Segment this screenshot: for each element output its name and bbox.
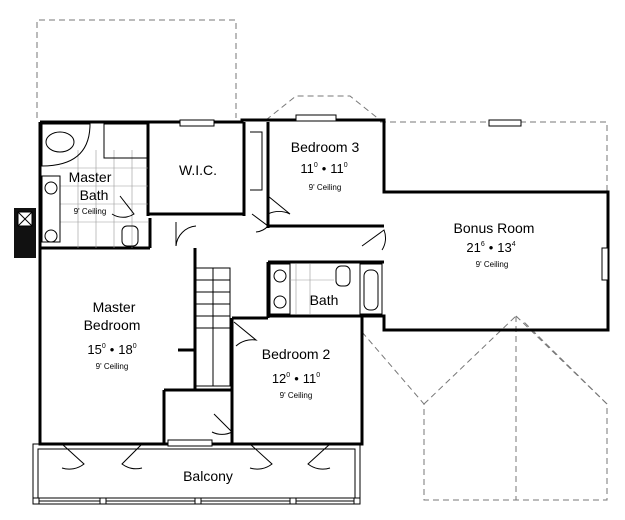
master-bedroom-length-inches: 0 <box>133 343 137 350</box>
master-bedroom-width-inches: 0 <box>102 343 106 350</box>
bath-label: Bath <box>310 292 339 308</box>
bonus-room-ceiling: 9' Ceiling <box>476 260 509 269</box>
doors <box>61 131 386 470</box>
balcony-label: Balcony <box>183 468 233 484</box>
balcony <box>32 443 361 505</box>
exterior-walls <box>14 114 610 447</box>
bedroom2-width: 12 <box>272 371 286 386</box>
bedroom2-label: Bedroom 2 <box>262 346 331 362</box>
master-bedroom-separator: • <box>110 342 115 357</box>
bonus-room-label: Bonus Room <box>454 220 535 236</box>
master-bedroom-length: 18 <box>118 342 132 357</box>
roof-outlines <box>36 19 608 501</box>
bedroom3-length: 11 <box>330 161 344 176</box>
bedroom3-dimensions: 110•110 <box>300 161 347 176</box>
bonus-room-separator: • <box>489 240 494 255</box>
bonus-room-width: 21 <box>466 240 480 255</box>
bedroom3-separator: • <box>322 161 327 176</box>
bonus-room-width-inches: 6 <box>481 241 485 248</box>
bedroom3-width-inches: 0 <box>314 162 318 169</box>
master-bath-label-line1: Master <box>69 169 112 185</box>
master-bedroom-ceiling: 9' Ceiling <box>96 362 129 371</box>
wic-label: W.I.C. <box>179 162 217 178</box>
master-bath-fixtures <box>41 123 149 248</box>
interior-walls <box>40 122 384 444</box>
bedroom3-label: Bedroom 3 <box>291 139 360 155</box>
bonus-room-length: 13 <box>497 240 511 255</box>
staircase <box>195 267 231 387</box>
master-bedroom-label-line2: Bedroom <box>84 317 141 333</box>
master-bedroom-label-line1: Master <box>93 299 136 315</box>
master-bedroom-dimensions: 150•180 <box>87 342 136 357</box>
bedroom2-length: 11 <box>303 371 317 386</box>
bedroom3-ceiling: 9' Ceiling <box>309 183 342 192</box>
bonus-room-length-inches: 4 <box>512 241 516 248</box>
bedroom2-dimensions: 120•110 <box>272 371 320 386</box>
master-bath-label-line2: Bath <box>80 187 109 203</box>
bedroom2-separator: • <box>294 371 299 386</box>
bedroom2-ceiling: 9' Ceiling <box>280 391 313 400</box>
bedroom2-length-inches: 0 <box>316 372 320 379</box>
bedroom3-length-inches: 0 <box>344 162 348 169</box>
hall-bath-fixtures <box>269 263 383 315</box>
bonus-room-dimensions: 216 •134 <box>466 240 515 255</box>
bedroom2-width-inches: 0 <box>286 372 290 379</box>
master-bedroom-width: 15 <box>87 342 101 357</box>
master-bath-ceiling: 9' Ceiling <box>74 207 107 216</box>
bedroom3-width: 11 <box>300 161 314 176</box>
